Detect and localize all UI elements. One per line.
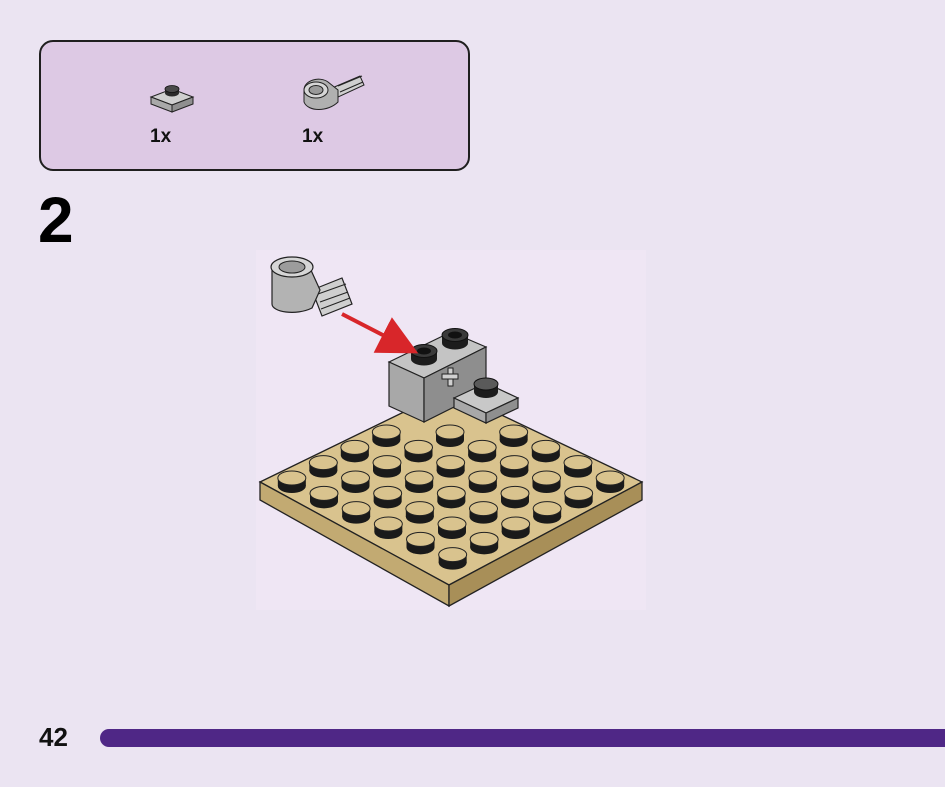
plate-stud: [308, 455, 338, 478]
plate-1x1-icon: [147, 80, 197, 120]
plate-stud: [309, 485, 339, 509]
build-illustration: [256, 250, 646, 610]
plate-stud: [532, 501, 562, 524]
pin-connector-icon: [298, 68, 368, 120]
plate-qty: 1x: [150, 126, 172, 147]
plate-stud: [531, 439, 561, 463]
plate-stud: [436, 455, 466, 478]
plate-stud: [467, 439, 497, 463]
progress-bar: [100, 729, 945, 747]
plate-stud: [404, 470, 434, 493]
plate-stud: [277, 470, 307, 493]
plate-stud: [371, 424, 401, 447]
gray-plate-1x1: [452, 377, 520, 424]
plate-stud: [499, 424, 529, 447]
plate-stud: [469, 531, 499, 555]
gray-brick-1x2: [387, 328, 488, 423]
tan-plate-6x6: [258, 389, 644, 608]
plate-stud: [405, 501, 435, 524]
plate-stud: [438, 547, 468, 570]
plate-stud: [532, 470, 561, 493]
plate-stud: [499, 455, 529, 478]
pin-connector-qty: 1x: [302, 126, 324, 147]
plate-stud: [501, 516, 531, 539]
brick-stud: [441, 328, 469, 350]
plate-stud: [435, 424, 465, 447]
plate-stud: [406, 531, 435, 555]
page-number: 42: [39, 722, 68, 752]
plate-stud: [372, 455, 402, 478]
plate-stud: [404, 439, 433, 463]
pin-connector-part: [270, 256, 353, 317]
plate-stud: [563, 455, 593, 478]
plate-stud: [341, 470, 370, 493]
brick-stud: [410, 344, 438, 366]
plate-stud: [373, 485, 403, 509]
plate-stud: [437, 516, 467, 539]
placement-arrow: [341, 312, 419, 354]
step-number: 2: [38, 184, 74, 256]
plate-stud: [468, 470, 498, 493]
cross-axle-hole: [441, 367, 459, 387]
parts-callout: 1x 1x: [39, 40, 470, 171]
plate-stud: [469, 501, 498, 524]
plate-stud: [373, 516, 403, 539]
plate-stud: [340, 439, 370, 463]
plate-stud: [500, 485, 530, 509]
plate-stud: [564, 485, 594, 509]
plate-stud: [595, 470, 625, 493]
plate-stud: [341, 501, 371, 524]
plate-stud: [436, 485, 466, 509]
